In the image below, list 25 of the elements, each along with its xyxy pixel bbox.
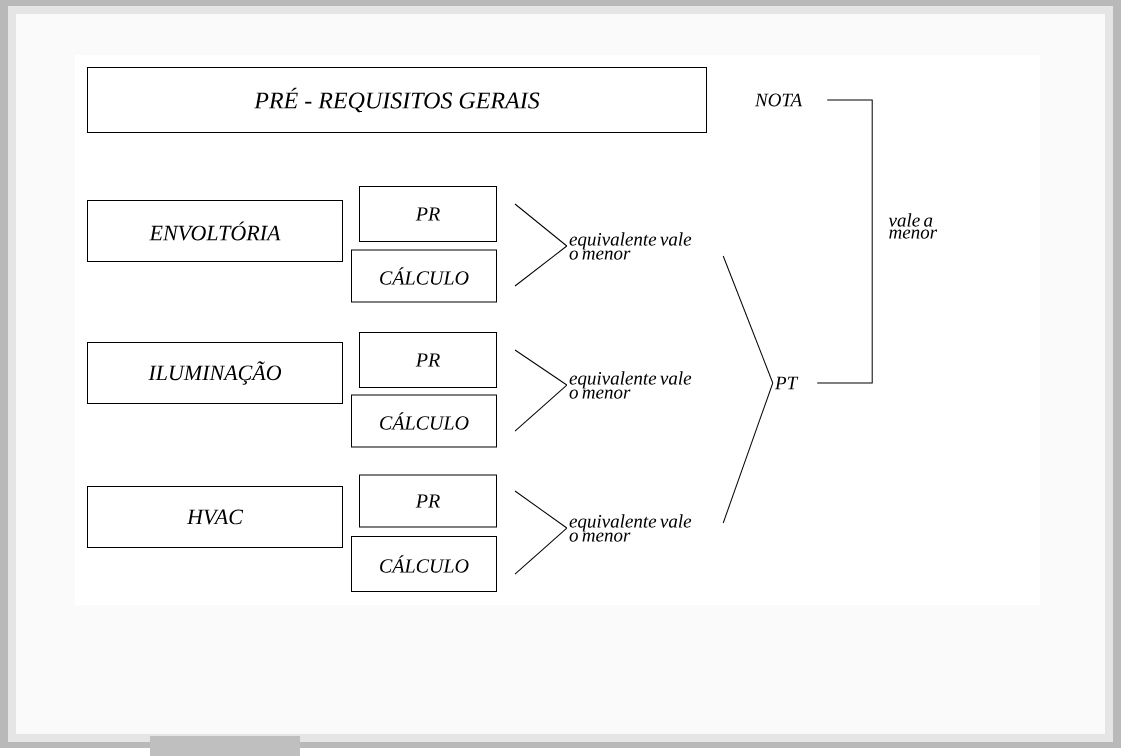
connector-line	[722, 382, 774, 524]
text-box: HVAC	[87, 486, 343, 548]
handwritten-text: PT	[774, 376, 799, 390]
text-box: CÁLCULO	[351, 249, 497, 303]
connector-line	[514, 384, 568, 432]
handwritten-text: equivalente vale o menor	[569, 514, 692, 542]
handwritten-text: equivalente vale o menor	[569, 232, 692, 260]
text-box: PRÉ - REQUISITOS GERAIS	[87, 67, 707, 133]
text-box: CÁLCULO	[351, 536, 497, 592]
edge-label: vale a menor	[888, 213, 938, 239]
handwritten-text: equivalente vale o menor	[569, 371, 692, 399]
handwritten-text: NOTA	[754, 93, 803, 107]
connector-line	[514, 490, 568, 529]
text-box: PR	[359, 474, 497, 528]
text-box: ILUMINAÇÃO	[87, 342, 343, 404]
connector-line	[514, 527, 568, 575]
connector-line	[816, 99, 873, 384]
connector-line	[722, 255, 774, 384]
text-box: ENVOLTÓRIA	[87, 200, 343, 262]
connector-line	[514, 203, 568, 247]
connector-line	[514, 349, 568, 386]
connector-line	[514, 245, 568, 287]
text-box: PR	[359, 186, 497, 242]
text-box: PR	[359, 332, 497, 388]
text-box: CÁLCULO	[351, 394, 497, 448]
